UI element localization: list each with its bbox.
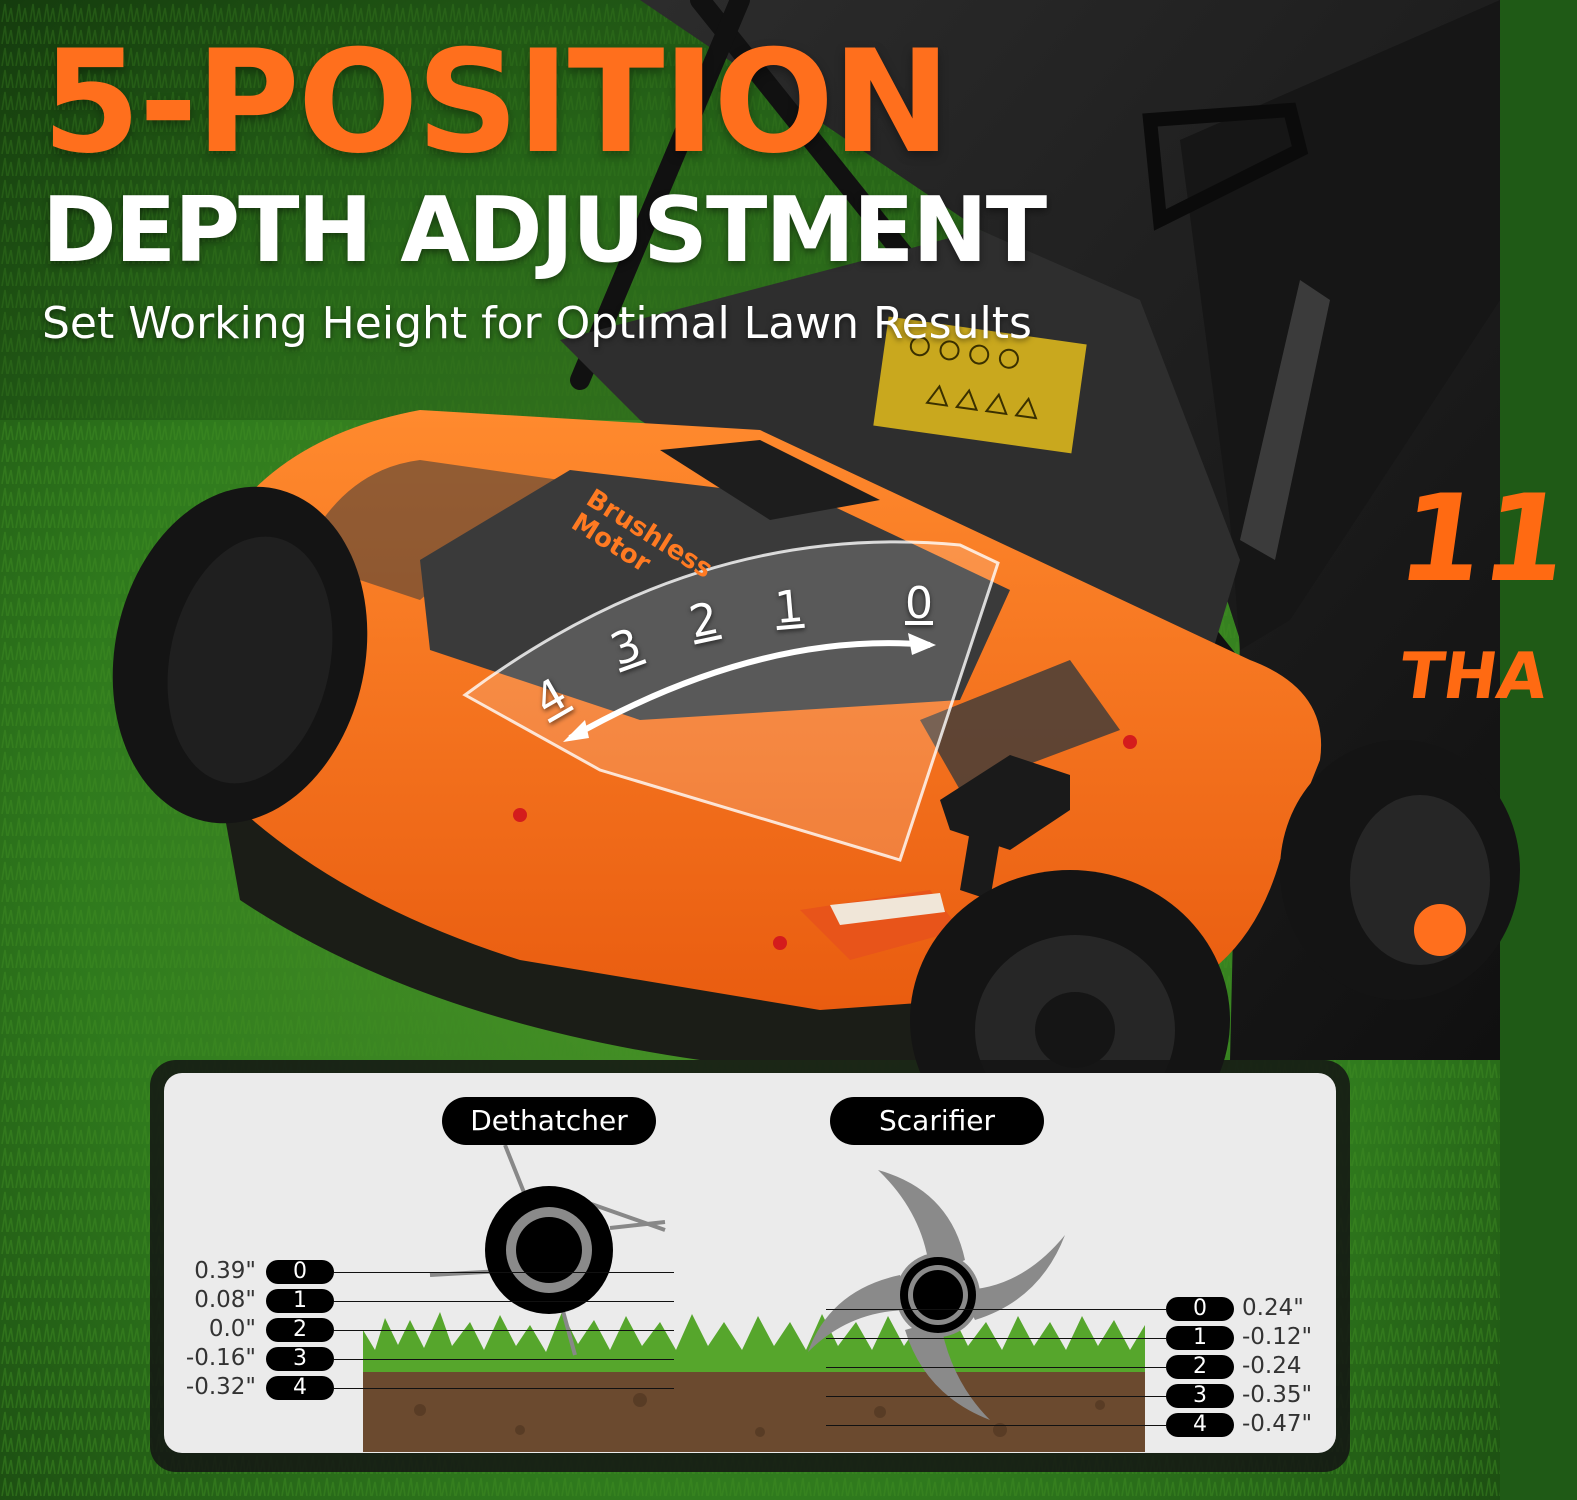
- scarifier-depth-row: 4 -0.47": [826, 1411, 1326, 1441]
- bin-side-text-top: 11: [1390, 470, 1577, 609]
- scarifier-position-badge: 1: [1166, 1326, 1234, 1350]
- rear-wheel: [1280, 740, 1520, 1000]
- dethatcher-depth-row: 0.0" 2: [170, 1316, 680, 1346]
- dethatcher-mode-label: Dethatcher: [442, 1097, 656, 1145]
- scarifier-depth-value: -0.35": [1242, 1382, 1313, 1408]
- dethatcher-depth-row: 0.08" 1: [170, 1287, 680, 1317]
- depth-guide-line: [826, 1425, 1166, 1426]
- dethatcher-depth-value: 0.0": [208, 1316, 256, 1342]
- depth-guide-line: [334, 1388, 674, 1389]
- scarifier-depth-row: 1 -0.12": [826, 1324, 1326, 1354]
- depth-guide-line: [826, 1396, 1166, 1397]
- scarifier-depth-row: 2 -0.24: [826, 1353, 1326, 1383]
- scarifier-position-badge: 3: [1166, 1384, 1234, 1408]
- dethatcher-depth-row: -0.32" 4: [170, 1374, 680, 1404]
- scarifier-position-badge: 2: [1166, 1355, 1234, 1379]
- headline-5-position: 5-POSITION: [42, 20, 951, 185]
- dethatcher-position-badge: 1: [266, 1289, 334, 1313]
- depth-guide-line: [334, 1359, 674, 1360]
- dethatcher-position-badge: 0: [266, 1260, 334, 1284]
- dial-position-0: 0: [905, 578, 933, 629]
- scarifier-depth-row: 0 0.24": [826, 1295, 1326, 1325]
- dial-position-1: 1: [772, 580, 806, 635]
- bin-side-text-bottom: THA: [1394, 640, 1552, 714]
- lawn-dethatcher-product-photo: [0, 0, 1520, 1500]
- dethatcher-depth-value: 0.39": [194, 1258, 256, 1284]
- depth-guide-line: [334, 1330, 674, 1331]
- subtitle: Set Working Height for Optimal Lawn Resu…: [42, 298, 1032, 349]
- dethatcher-depth-value: -0.16": [185, 1345, 256, 1371]
- depth-guide-line: [826, 1338, 1166, 1339]
- depth-guide-line: [334, 1301, 674, 1302]
- dethatcher-depth-row: -0.16" 3: [170, 1345, 680, 1375]
- dethatcher-depth-value: 0.08": [194, 1287, 256, 1313]
- depth-arc-indicator: [462, 540, 1000, 862]
- scarifier-depth-row: 3 -0.35": [826, 1382, 1326, 1412]
- dethatcher-position-badge: 3: [266, 1347, 334, 1371]
- dethatcher-position-badge: 4: [266, 1376, 334, 1400]
- scarifier-position-badge: 0: [1166, 1297, 1234, 1321]
- scarifier-depth-value: -0.24: [1242, 1353, 1302, 1379]
- scarifier-depth-value: -0.47": [1242, 1411, 1313, 1437]
- depth-guide-line: [826, 1367, 1166, 1368]
- scarifier-mode-label: Scarifier: [830, 1097, 1044, 1145]
- headline-depth-adjustment: DEPTH ADJUSTMENT: [42, 178, 1047, 283]
- scarifier-position-badge: 4: [1166, 1413, 1234, 1437]
- scarifier-depth-value: -0.12": [1242, 1324, 1313, 1350]
- dethatcher-depth-value: -0.32": [185, 1374, 256, 1400]
- scarifier-depth-value: 0.24": [1242, 1295, 1304, 1321]
- dethatcher-position-badge: 2: [266, 1318, 334, 1342]
- left-wheel: [112, 486, 368, 824]
- depth-guide-line: [826, 1309, 1166, 1310]
- dethatcher-depth-row: 0.39" 0: [170, 1258, 680, 1288]
- depth-guide-line: [334, 1272, 674, 1273]
